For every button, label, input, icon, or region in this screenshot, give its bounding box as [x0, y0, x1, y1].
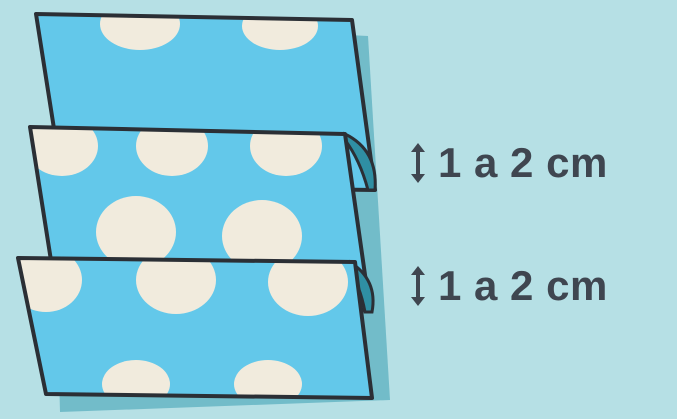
measurement-label: 1 a 2 cm [438, 139, 608, 187]
measurement-lower: 1 a 2 cm [408, 259, 608, 313]
bottom-fabric-panel [10, 246, 372, 408]
measurement-label: 1 a 2 cm [438, 262, 608, 310]
double-arrow-vertical-icon [408, 263, 428, 309]
measurement-upper: 1 a 2 cm [408, 136, 608, 190]
double-arrow-vertical-icon [408, 140, 428, 186]
